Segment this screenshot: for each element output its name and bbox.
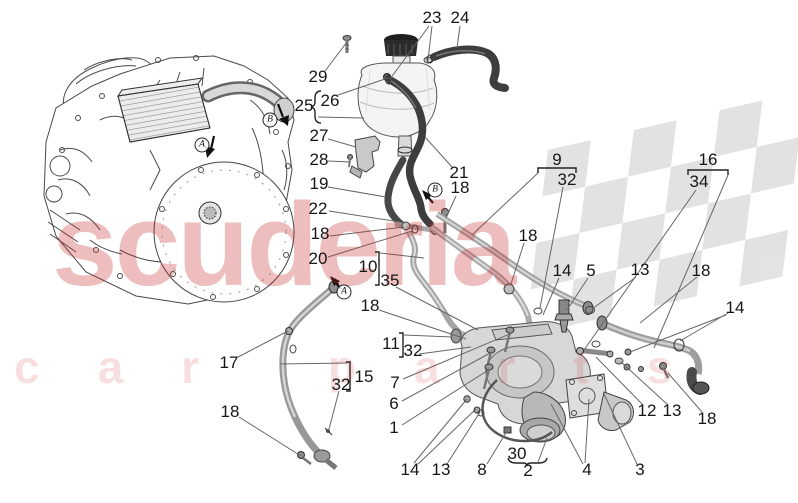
callout-32: 32 <box>557 170 577 189</box>
callout-5: 5 <box>586 261 596 280</box>
callout-15: 15 <box>354 367 374 386</box>
callout-20: 20 <box>308 249 328 268</box>
callout-32: 32 <box>403 341 423 360</box>
callout-4: 4 <box>582 460 592 479</box>
callout-10: 10 <box>358 257 378 276</box>
callout-18: 18 <box>220 402 240 421</box>
view-marker-A: A <box>194 137 210 153</box>
callout-18: 18 <box>450 178 470 197</box>
callout-18: 18 <box>691 261 711 280</box>
callout-27: 27 <box>309 126 329 145</box>
callout-6: 6 <box>389 394 399 413</box>
callout-18: 18 <box>697 409 717 428</box>
callout-16: 16 <box>698 150 718 169</box>
view-marker-B: B <box>427 182 443 198</box>
callout-28: 28 <box>309 150 329 169</box>
thermostat-assembly <box>459 299 634 443</box>
callout-12: 12 <box>637 401 657 420</box>
callout-29: 29 <box>308 67 328 86</box>
callout-17: 17 <box>219 353 239 372</box>
callout-11: 11 <box>382 334 400 353</box>
callout-1: 1 <box>389 418 399 437</box>
callout-18: 18 <box>360 296 380 315</box>
callout-14: 14 <box>725 298 745 317</box>
callout-18: 18 <box>518 226 538 245</box>
coolant-hoses <box>279 45 710 470</box>
view-marker-A: A <box>336 284 352 300</box>
callout-13: 13 <box>431 460 451 479</box>
callout-7: 7 <box>390 373 400 392</box>
callout-8: 8 <box>477 460 487 479</box>
callout-2: 2 <box>523 461 533 480</box>
callout-26: 26 <box>320 91 340 110</box>
engine-illustration <box>43 55 295 305</box>
callout-13: 13 <box>630 260 650 279</box>
callout-21: 21 <box>449 163 469 182</box>
callout-14: 14 <box>552 261 572 280</box>
callout-13: 13 <box>662 401 682 420</box>
callout-25: 25 <box>294 96 314 115</box>
view-marker-B: B <box>262 112 278 128</box>
callout-brackets <box>310 90 729 467</box>
leader-lines <box>237 25 729 465</box>
callout-3: 3 <box>635 460 645 479</box>
callout-24: 24 <box>450 8 470 27</box>
view-arrows <box>205 103 434 290</box>
callout-32: 32 <box>331 375 351 394</box>
callout-18: 18 <box>310 224 330 243</box>
callout-14: 14 <box>400 460 420 479</box>
callout-34: 34 <box>689 172 709 191</box>
callout-30: 30 <box>507 444 527 463</box>
callout-23: 23 <box>422 8 442 27</box>
callout-9: 9 <box>552 150 562 169</box>
callout-35: 35 <box>380 271 400 290</box>
callout-22: 22 <box>308 199 328 218</box>
callout-19: 19 <box>309 174 329 193</box>
expansion-tank <box>342 34 438 179</box>
